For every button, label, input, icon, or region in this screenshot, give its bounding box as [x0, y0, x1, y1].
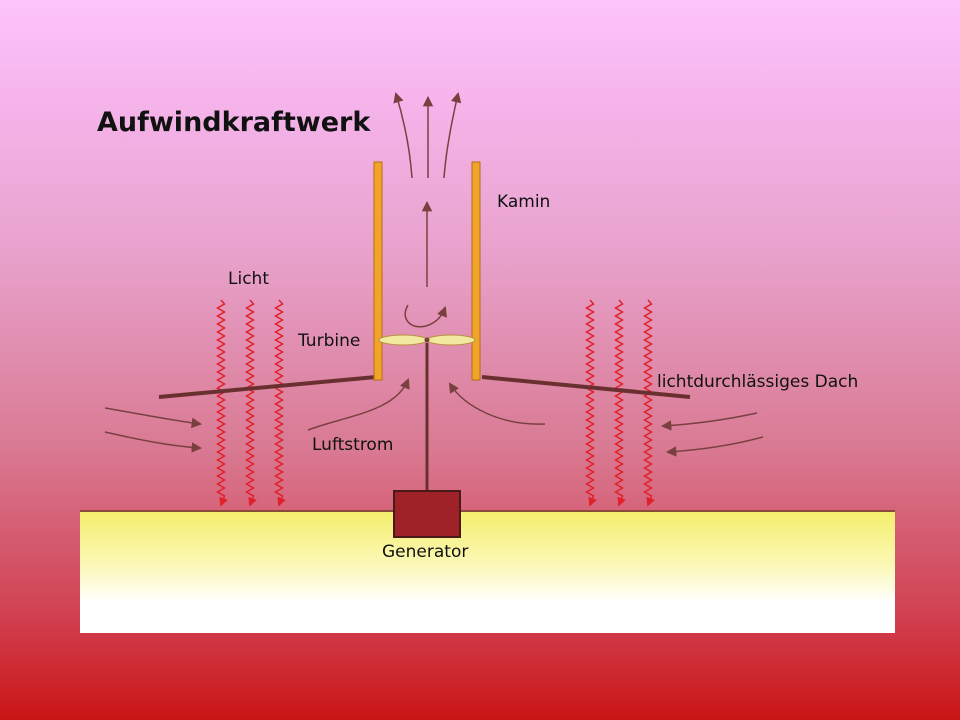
light-ray: [273, 299, 286, 507]
chimney-wall-left: [373, 161, 383, 381]
light-ray: [613, 299, 626, 507]
diagram-title: Aufwindkraftwerk: [97, 107, 371, 138]
label-turbine: Turbine: [297, 331, 360, 351]
light-ray: [584, 299, 597, 507]
light-ray: [642, 299, 655, 507]
rotation-arrow: [404, 304, 447, 328]
light-ray: [244, 299, 257, 507]
airflow-arrow-left-outer-2: [104, 431, 203, 453]
roof-left: [158, 375, 377, 399]
label-roof: lichtdurchlässiges Dach: [657, 372, 858, 392]
roof-right: [481, 375, 691, 399]
label-light: Licht: [228, 269, 269, 289]
airflow-arrow-right-outer-2: [665, 436, 764, 457]
turbine: [378, 334, 476, 346]
label-airflow: Luftstrom: [312, 435, 393, 455]
ground: [80, 511, 895, 633]
chimney-wall-right: [471, 161, 481, 381]
airflow-arrow-inner-left: [307, 378, 410, 431]
airflow-arrow-inner-right: [448, 382, 546, 425]
exhaust-arrow-left: [393, 91, 413, 179]
label-generator: Generator: [382, 542, 468, 562]
airflow-arrow-left-outer-1: [104, 407, 203, 429]
exhaust-arrow-right: [443, 91, 462, 179]
airflow-arrow-right-outer-1: [660, 412, 758, 431]
light-rays-left: [215, 299, 286, 507]
light-ray: [215, 299, 228, 507]
label-chimney: Kamin: [497, 192, 550, 212]
light-rays-right: [584, 299, 655, 507]
generator-box: [393, 490, 461, 538]
